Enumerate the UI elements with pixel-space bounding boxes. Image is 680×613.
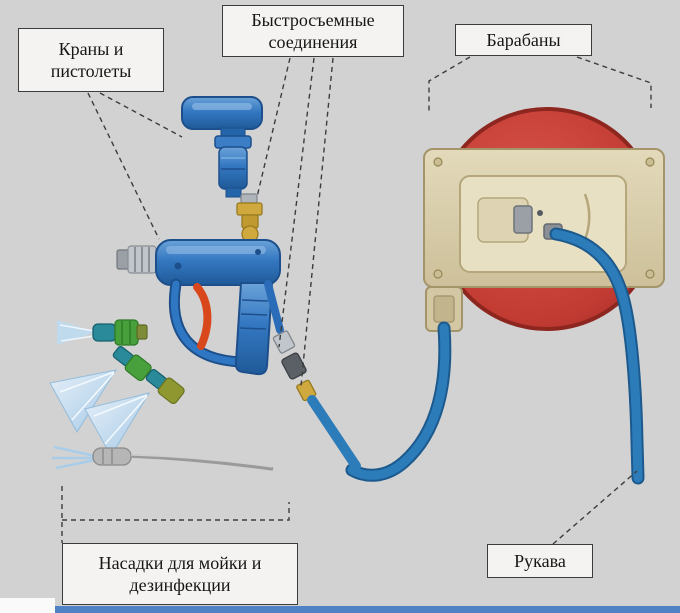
valve-body: [218, 146, 248, 190]
lance-rod: [130, 454, 274, 471]
ball-valve-illustration: [181, 96, 263, 243]
connector-reel-left: [428, 56, 471, 112]
spray-fan: [84, 392, 151, 457]
gun-trigger: [193, 283, 212, 350]
quick-coupling-gun-1: [272, 330, 296, 354]
screw-icon: [433, 269, 443, 279]
bottom-strip: [55, 606, 680, 613]
spray-fan: [49, 369, 118, 433]
label-text: пистолеты: [50, 61, 132, 81]
quick-coupling-valve: [236, 193, 263, 243]
label-text: Насадки для мойки и: [98, 552, 262, 573]
label-taps-and-guns: Краны и пистолеты: [18, 28, 164, 92]
label-reels: Барабаны: [455, 24, 592, 56]
connector-nozzles-bracket: [62, 502, 290, 521]
connector-quick-2: [278, 57, 315, 348]
hose-to-gun: [345, 321, 452, 482]
label-text: соединения: [268, 32, 358, 52]
spray-gun-illustration: [116, 239, 361, 471]
hose-connector-dark: [281, 352, 307, 380]
label-nozzles: Насадки для мойки и дезинфекции: [62, 543, 298, 605]
gun-lance: [307, 395, 361, 471]
hose-illustration: [345, 227, 645, 485]
lance-nozzle: [52, 445, 274, 471]
connector-hoses: [552, 470, 638, 545]
nozzle-small: [57, 319, 148, 346]
connector-quick-3: [300, 57, 334, 387]
connector-taps-to-valve: [99, 92, 183, 138]
connector-taps-to-gun: [87, 92, 160, 240]
screw-icon: [645, 157, 655, 167]
label-text: дезинфекции: [129, 575, 231, 595]
label-text: Быстросъемные: [251, 9, 375, 30]
reel-latch: [513, 205, 533, 234]
label-text: Краны и: [58, 38, 124, 59]
connector-reel-right: [576, 56, 652, 108]
screw-icon: [645, 269, 655, 279]
screw-icon: [433, 157, 443, 167]
label-text: Барабаны: [486, 29, 561, 50]
label-hoses: Рукава: [487, 544, 593, 578]
label-text: Рукава: [514, 550, 566, 571]
nozzle-illustrations: [49, 319, 274, 471]
label-quick-connections: Быстросъемные соединения: [222, 5, 404, 57]
fan-nozzle-1: [49, 346, 152, 433]
page-corner: [0, 598, 55, 613]
valve-handle: [181, 96, 263, 130]
connector-quick-1: [256, 57, 291, 198]
connector-lines: [61, 56, 652, 545]
fan-nozzle-2: [84, 369, 185, 457]
